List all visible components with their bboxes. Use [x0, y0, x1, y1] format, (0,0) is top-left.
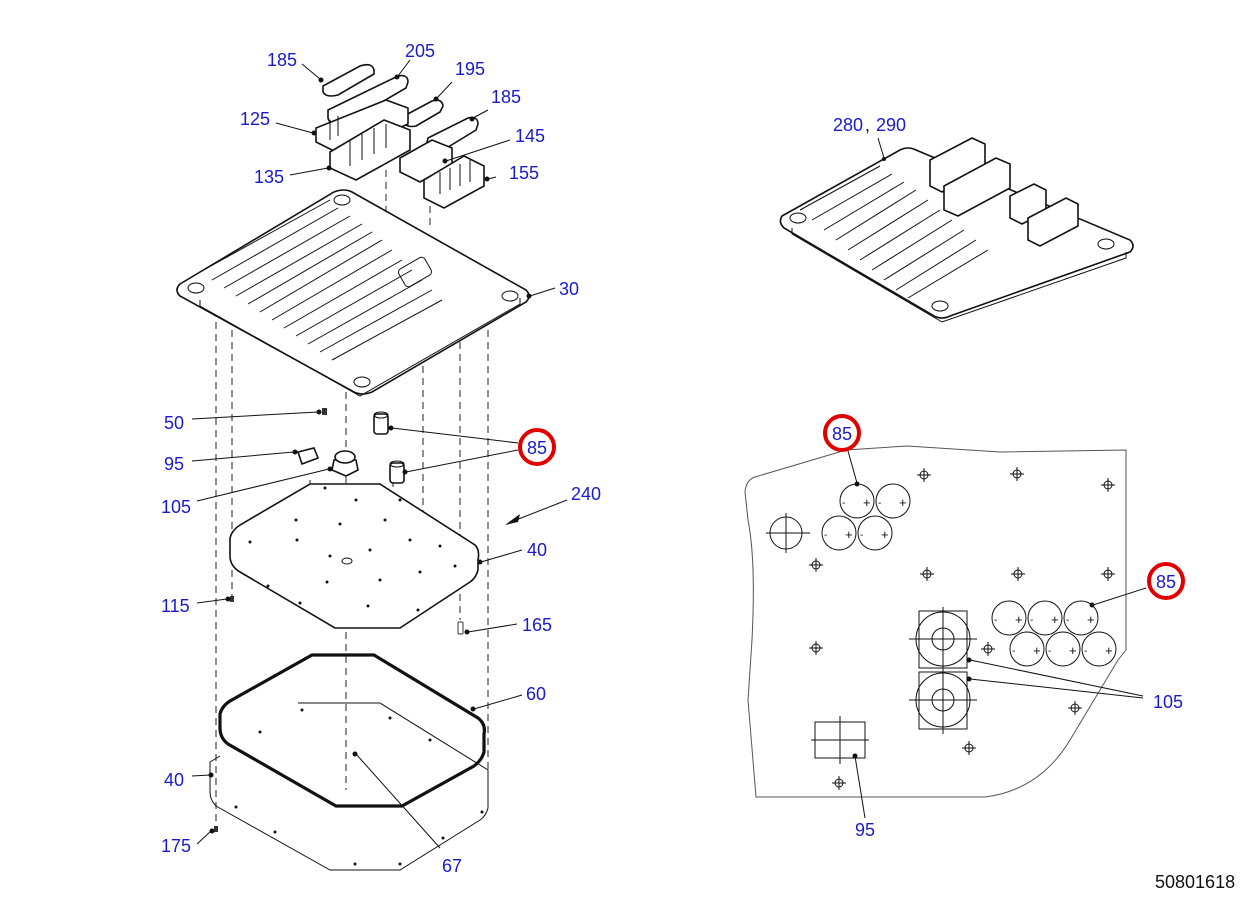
layout-leader-lines	[847, 450, 1147, 819]
capacitor: -+	[1045, 631, 1081, 667]
mount-points	[809, 467, 1115, 790]
callout-40[interactable]: 40	[164, 770, 184, 790]
leader-lines	[191, 59, 568, 849]
connector-155	[423, 155, 485, 209]
capacitor-group-85-a: -+ -+ -+ -+	[821, 483, 911, 551]
callout-67[interactable]: 67	[442, 856, 462, 876]
svg-text:+: +	[1069, 643, 1077, 658]
component-105-footprint-upper	[909, 607, 977, 673]
connector-125	[315, 99, 409, 155]
callout-labels: 185 205 195 185 125 145 135 155 30 50 85…	[161, 41, 601, 876]
capacitor: -+	[1009, 631, 1045, 667]
svg-text:-: -	[1012, 646, 1015, 657]
capacitor: -+	[1027, 600, 1063, 636]
capacitor-85-lower	[389, 460, 405, 484]
component-95-footprint	[811, 716, 869, 764]
board-layout-view: -+ -+ -+ -+ -+ -+ -+ -+ -+ -+	[744, 414, 1185, 840]
callout-155[interactable]: 155	[509, 163, 539, 183]
capacitor: -+	[1063, 600, 1099, 636]
capacitor: -+	[991, 600, 1027, 636]
component-105	[331, 450, 359, 477]
callout-85[interactable]: 85	[832, 424, 852, 444]
callout-40[interactable]: 40	[527, 540, 547, 560]
svg-text:+: +	[899, 495, 907, 510]
assembled-connectors	[929, 137, 1079, 247]
svg-text:-: -	[1084, 646, 1087, 657]
svg-text:-: -	[878, 498, 881, 509]
svg-text:+: +	[1087, 612, 1095, 627]
callout-165[interactable]: 165	[522, 615, 552, 635]
callout-240[interactable]: 240	[571, 484, 601, 504]
callout-125[interactable]: 125	[240, 109, 270, 129]
callout-135[interactable]: 135	[254, 167, 284, 187]
svg-text:-: -	[824, 530, 827, 541]
ecu-cooling-fins	[199, 199, 443, 361]
callout-105[interactable]: 105	[1153, 692, 1183, 712]
svg-text:-: -	[1048, 646, 1051, 657]
component-105-footprint-lower	[909, 668, 977, 734]
callout-30[interactable]: 30	[559, 279, 579, 299]
screw-165	[457, 621, 464, 635]
callout-105[interactable]: 105	[161, 497, 191, 517]
svg-text:+: +	[845, 527, 853, 542]
callout-185[interactable]: 185	[491, 87, 521, 107]
base-plate-40	[209, 702, 489, 871]
component-95	[296, 447, 320, 466]
svg-text:+: +	[1105, 643, 1113, 658]
connector-seal-195	[403, 99, 444, 128]
connector-seal-185-top	[322, 63, 375, 97]
svg-text:-: -	[994, 615, 997, 626]
callout-95[interactable]: 95	[164, 454, 184, 474]
capacitor: -+	[821, 515, 857, 551]
callout-145[interactable]: 145	[515, 126, 545, 146]
exploded-view: 185 205 195 185 125 145 135 155 30 50 85…	[161, 41, 601, 876]
callout-205[interactable]: 205	[405, 41, 435, 61]
svg-text:-: -	[842, 498, 845, 509]
callout-115[interactable]: 115	[161, 596, 190, 616]
board-holes	[248, 486, 457, 612]
svg-text:+: +	[881, 527, 889, 542]
callout-60[interactable]: 60	[526, 684, 546, 704]
capacitor: -+	[875, 483, 911, 519]
circuit-board-40	[229, 483, 480, 629]
screw-50	[322, 408, 327, 415]
capacitor: -+	[1081, 631, 1117, 667]
capacitor: -+	[857, 515, 893, 551]
svg-text:+: +	[1033, 643, 1041, 658]
screw-175	[214, 826, 218, 832]
gasket-60	[218, 653, 486, 808]
callout-85[interactable]: 85	[1156, 572, 1176, 592]
svg-text:-: -	[1066, 615, 1069, 626]
svg-text:+: +	[863, 495, 871, 510]
screw-115	[230, 596, 234, 602]
svg-text:-: -	[1030, 615, 1033, 626]
callout-175[interactable]: 175	[161, 836, 191, 856]
callout-290[interactable]: 290	[876, 115, 906, 135]
capacitor-group-85-b: -+ -+ -+ -+ -+ -+	[991, 600, 1117, 667]
callout-195[interactable]: 195	[455, 59, 485, 79]
highlight-ring	[1147, 562, 1185, 600]
svg-text:-: -	[860, 530, 863, 541]
large-mount-hole	[766, 513, 810, 553]
assembled-view: 280 , 290	[779, 115, 1134, 323]
callout-separator: ,	[865, 115, 870, 135]
capacitor: -+	[839, 483, 875, 519]
callout-85[interactable]: 85	[527, 438, 547, 458]
callout-95[interactable]: 95	[855, 820, 875, 840]
callout-185[interactable]: 185	[267, 50, 297, 70]
svg-text:+: +	[1015, 612, 1023, 627]
assembled-cooling-fins	[799, 165, 989, 299]
highlight-ring	[518, 428, 556, 466]
callout-50[interactable]: 50	[164, 413, 184, 433]
callout-280[interactable]: 280	[833, 115, 863, 135]
drawing-number: 50801618	[1155, 872, 1235, 892]
capacitor-85-upper	[373, 411, 389, 435]
highlight-ring	[823, 414, 861, 452]
svg-text:+: +	[1051, 612, 1059, 627]
ecu-housing-30	[176, 189, 530, 397]
